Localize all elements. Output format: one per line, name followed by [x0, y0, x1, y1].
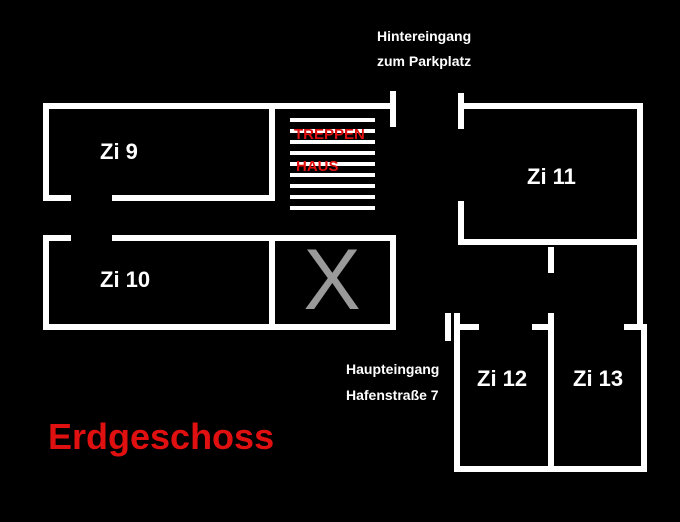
room-label-zi9: Zi 9	[100, 139, 138, 164]
stair-steps	[290, 118, 375, 210]
room-label-zi12: Zi 12	[477, 366, 527, 391]
room-label-zi10: Zi 10	[100, 267, 150, 292]
back-entrance-label-line2: zum Parkplatz	[377, 53, 471, 69]
staircase-label-line1: TREPPEN	[294, 126, 365, 143]
blocked-room-x-icon: X	[303, 232, 360, 328]
main-entrance-label-line2: Hafenstraße 7	[346, 387, 439, 403]
room-label-zi11: Zi 11	[527, 164, 576, 189]
back-entrance-label-line1: Hintereingang	[377, 28, 471, 44]
staircase-label-line2: HAUS	[296, 158, 339, 175]
room-label-zi13: Zi 13	[573, 366, 623, 391]
staircase: TREPPEN HAUS	[290, 118, 375, 210]
floor-title: Erdgeschoss	[48, 416, 274, 457]
main-entrance-label-line1: Haupteingang	[346, 361, 439, 377]
walls	[43, 91, 647, 472]
